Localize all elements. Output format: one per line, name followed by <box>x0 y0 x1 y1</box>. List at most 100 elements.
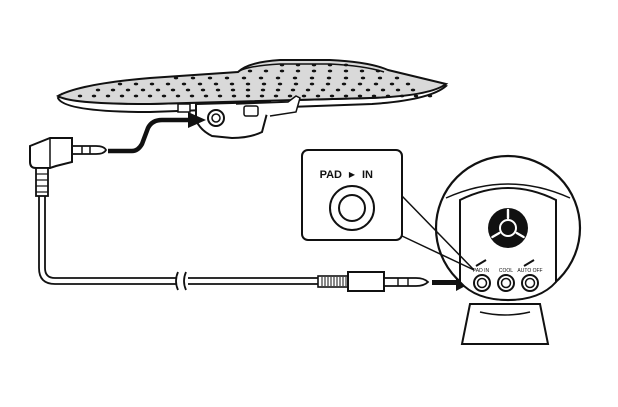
pad-dot <box>329 94 335 98</box>
pad-dot <box>245 88 251 92</box>
pad-dot <box>245 94 251 98</box>
pad-dot <box>155 88 161 92</box>
straight-plug <box>317 271 430 292</box>
pad-dot <box>231 94 237 98</box>
pad-dot <box>287 94 293 98</box>
cable <box>38 196 318 291</box>
pad-dot <box>125 88 131 92</box>
pad-dot <box>275 76 281 80</box>
l-plug <box>29 137 108 197</box>
pad-dot <box>140 88 146 92</box>
pad-in-jack <box>473 274 491 292</box>
jack-label-cool: COOL <box>499 268 513 274</box>
pad-dot <box>277 82 283 86</box>
pad-dot <box>279 63 285 67</box>
pad-dot <box>389 82 395 86</box>
pad-dot <box>311 69 317 73</box>
yamaha-tuning-fork-logo <box>488 208 528 248</box>
pad-dot <box>413 94 419 98</box>
pad-dot <box>105 94 111 98</box>
pad-dot <box>292 76 298 80</box>
pad-dot <box>309 82 315 86</box>
pad-dot <box>309 76 315 80</box>
pad-dot <box>117 82 123 86</box>
pad-dot <box>110 88 116 92</box>
right-arrow-icon <box>108 117 190 154</box>
cymbal-pad <box>56 59 449 140</box>
pad-dot <box>357 94 363 98</box>
pad-dot <box>427 94 433 98</box>
pad-dot <box>327 63 333 67</box>
pad-dot <box>365 88 371 92</box>
pad-dot <box>217 94 223 98</box>
pad-dot <box>327 69 333 73</box>
pad-dot <box>343 63 349 67</box>
pad-dot <box>175 94 181 98</box>
pad-dot <box>273 94 279 98</box>
pad-dot <box>357 82 363 86</box>
pad-dot <box>373 82 379 86</box>
pad-dot <box>335 88 341 92</box>
pad-dot-pattern <box>77 63 433 98</box>
pad-dot <box>95 88 101 92</box>
pad-dot <box>260 88 266 92</box>
pad-dot <box>343 76 349 80</box>
pad-dot <box>207 76 213 80</box>
pad-dot <box>181 82 187 86</box>
pad-dot <box>305 88 311 92</box>
pad-dot <box>161 94 167 98</box>
pad-dot <box>341 82 347 86</box>
pad-dot <box>261 82 267 86</box>
pad-dot <box>197 82 203 86</box>
pad-dot <box>241 76 247 80</box>
pad-dot <box>380 88 386 92</box>
pad-dot <box>133 94 139 98</box>
pad-dot <box>395 88 401 92</box>
pad-dot <box>350 88 356 92</box>
trigger-module: PAD IN COOL AUTO OFF <box>434 154 582 345</box>
pad-dot <box>385 94 391 98</box>
pad-dot <box>215 88 221 92</box>
pad-dot <box>295 69 301 73</box>
pad-dot <box>190 76 196 80</box>
pad-dot <box>371 94 377 98</box>
pad-mount <box>177 95 301 140</box>
callout-label-in: IN <box>362 169 373 181</box>
pad-dot <box>360 76 366 80</box>
jack-label-pad-in: PAD IN <box>473 268 490 274</box>
callout-arrow-glyph: ▶ <box>349 170 356 179</box>
pad-dot <box>394 76 400 80</box>
pad-dot <box>229 82 235 86</box>
pad-dot <box>290 88 296 92</box>
pad-dot <box>230 88 236 92</box>
pad-dot <box>203 94 209 98</box>
pad-dot <box>91 94 97 98</box>
pad-dot <box>325 82 331 86</box>
pad-dot <box>173 76 179 80</box>
pad-dot <box>377 76 383 80</box>
cool-jack <box>497 274 515 292</box>
pad-dot <box>326 76 332 80</box>
callout-label-pad: PAD <box>320 169 342 181</box>
pad-surface <box>56 59 449 106</box>
pad-dot <box>77 94 83 98</box>
pad-dot <box>279 69 285 73</box>
pad-dot <box>320 88 326 92</box>
pad-dot <box>213 82 219 86</box>
pad-dot <box>224 76 230 80</box>
pad-dot <box>293 82 299 86</box>
pad-dot <box>200 88 206 92</box>
pad-dot <box>119 94 125 98</box>
pad-dot <box>405 82 411 86</box>
pad-dot <box>295 63 301 67</box>
pad-dot <box>343 94 349 98</box>
pad-dot <box>147 94 153 98</box>
pad-dot <box>301 94 307 98</box>
jack-label-auto-off: AUTO OFF <box>517 268 542 274</box>
pad-dot <box>247 69 253 73</box>
pad-in-callout: PAD ▶ IN <box>301 149 475 271</box>
pad-dot <box>133 82 139 86</box>
pad-dot <box>170 88 176 92</box>
pad-dot <box>185 88 191 92</box>
